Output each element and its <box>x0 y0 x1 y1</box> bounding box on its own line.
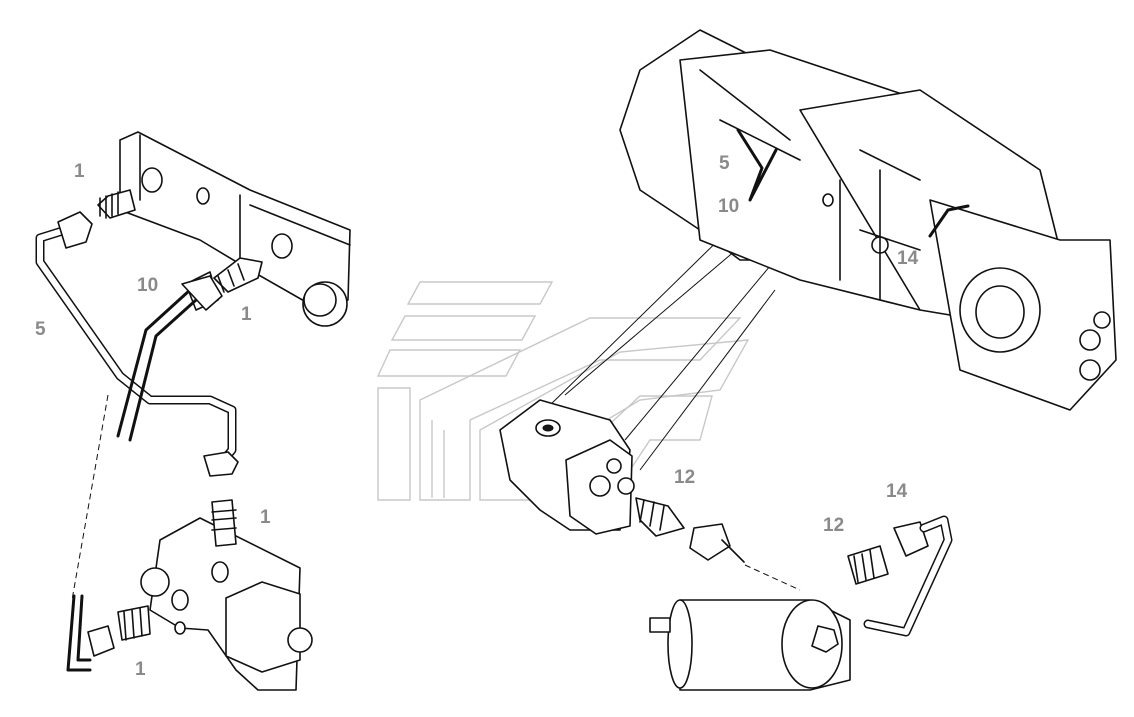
callout-label: 12 <box>823 515 845 536</box>
transmission-housing <box>619 29 1117 411</box>
pipe-10 <box>116 275 223 442</box>
callout-label: 1 <box>74 161 85 182</box>
lower-cylinder <box>649 515 953 691</box>
callout-label: 5 <box>35 319 46 340</box>
callout-label: 1 <box>135 659 146 680</box>
callout-label: 12 <box>674 467 696 488</box>
callout-label: 5 <box>719 153 730 174</box>
center-valve-block <box>499 399 745 563</box>
watermark-logo <box>376 281 750 501</box>
lower-valve-block <box>66 499 313 691</box>
callout-label: 1 <box>260 507 271 528</box>
pipe-5 <box>35 211 239 477</box>
callout-label: 14 <box>897 248 919 269</box>
callout-label: 1 <box>241 304 252 325</box>
callout-label: 10 <box>137 275 159 296</box>
upper-valve-bracket <box>97 131 351 327</box>
callout-label: 10 <box>718 196 740 217</box>
callout-label: 14 <box>886 481 908 502</box>
